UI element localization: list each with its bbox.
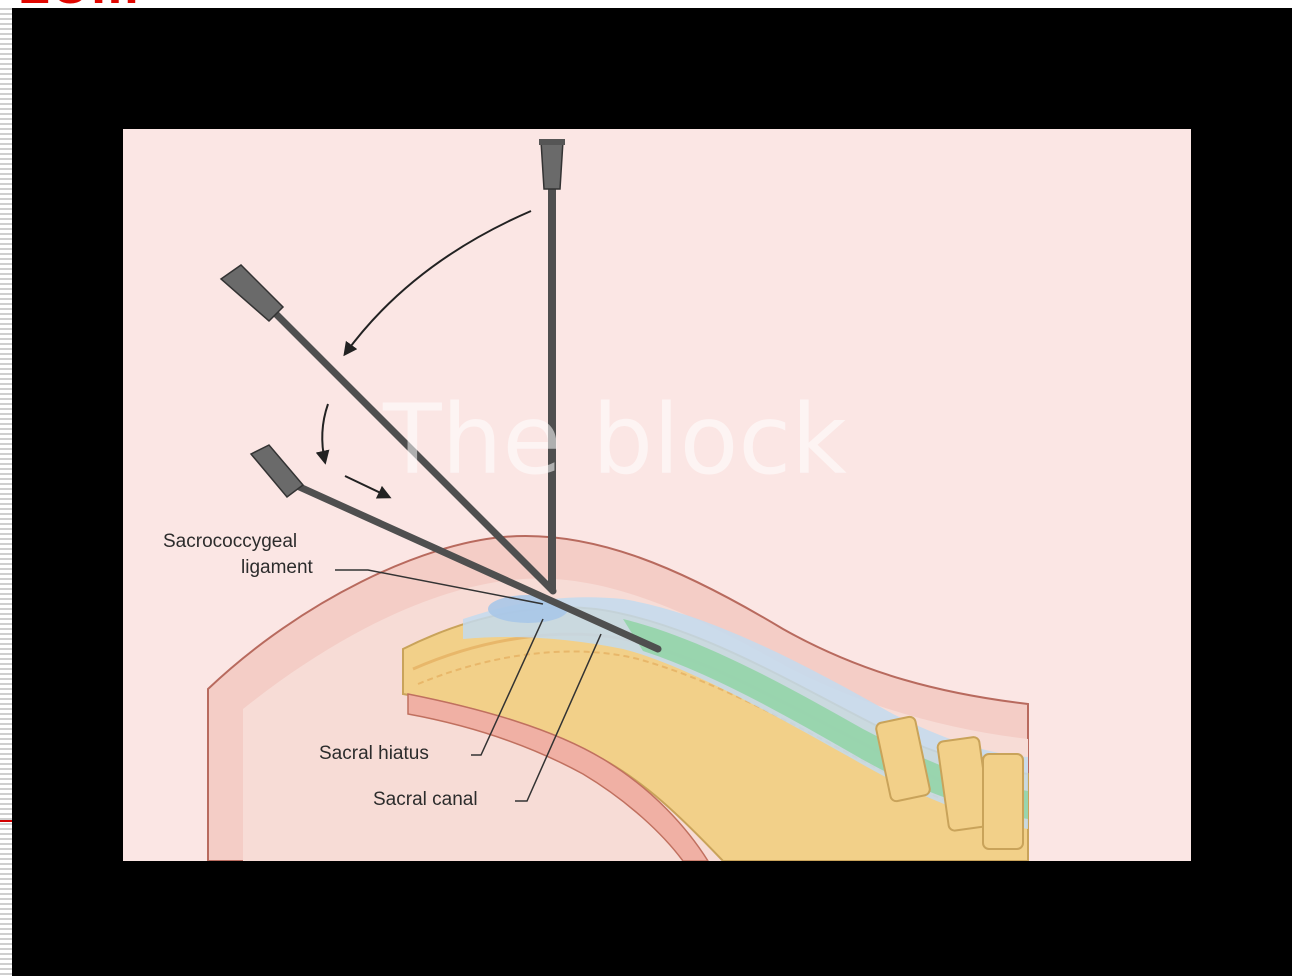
video-watermark: The block [383, 384, 847, 496]
caudal-block-illustration: Sacrococcygeal ligament Sacral hiatus Sa… [123, 129, 1191, 861]
repositioning-arrow-curve [345, 211, 531, 354]
label-ligament: ligament [241, 557, 313, 579]
needle-vertical [539, 139, 565, 589]
slide-edge-strip [0, 0, 12, 976]
slide-heading-fragment: LUIII [18, 0, 141, 8]
repositioning-arrow-down [322, 404, 328, 462]
label-sacral-hiatus: Sacral hiatus [319, 743, 429, 765]
vertebra-block [983, 754, 1023, 849]
slide-accent-line [0, 820, 12, 822]
label-sacrococcygeal: Sacrococcygeal [163, 531, 297, 553]
label-sacral-canal: Sacral canal [373, 789, 478, 811]
slide-top-bar: LUIII [0, 0, 1292, 8]
